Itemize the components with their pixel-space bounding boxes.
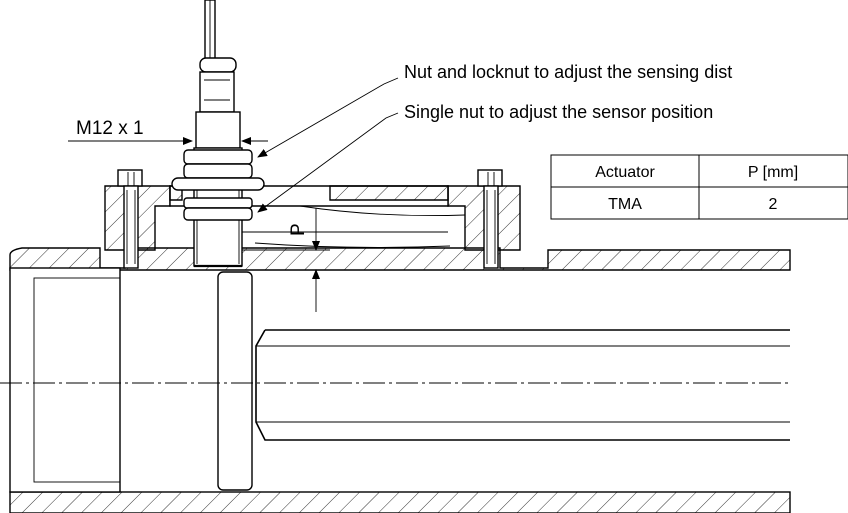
p-dimension <box>242 208 330 312</box>
table-cell <box>698 186 848 220</box>
actuator-table: Actuator P [mm] TMA 2 <box>550 154 848 220</box>
tube-bottom-wall <box>9 491 791 513</box>
leader-nut-locknut <box>257 77 399 158</box>
piston-ring <box>217 271 253 491</box>
table-header-cell <box>550 154 700 188</box>
clamp-plate <box>104 185 521 251</box>
clamp-screw-right <box>477 169 503 269</box>
table-cell-p: 2 <box>769 196 778 213</box>
table-header-cell <box>698 154 848 188</box>
piston-rod <box>255 329 790 441</box>
end-cap <box>9 267 121 493</box>
table-cell-actuator: TMA <box>608 196 642 213</box>
table-header-p: P [mm] <box>748 164 798 181</box>
thread-label: M12 x 1 <box>76 118 144 139</box>
p-label: P <box>288 223 309 236</box>
nut-locknut-annotation: Nut and locknut to adjust the sensing di… <box>404 62 732 82</box>
leader-single-nut <box>257 112 399 213</box>
proximity-sensor <box>193 0 243 268</box>
table-header-actuator: Actuator <box>595 164 655 181</box>
single-nut-annotation: Single nut to adjust the sensor position <box>404 102 713 122</box>
single-nut <box>183 197 253 221</box>
clamp-screw-left <box>117 169 143 269</box>
nut-and-locknut <box>171 149 265 191</box>
